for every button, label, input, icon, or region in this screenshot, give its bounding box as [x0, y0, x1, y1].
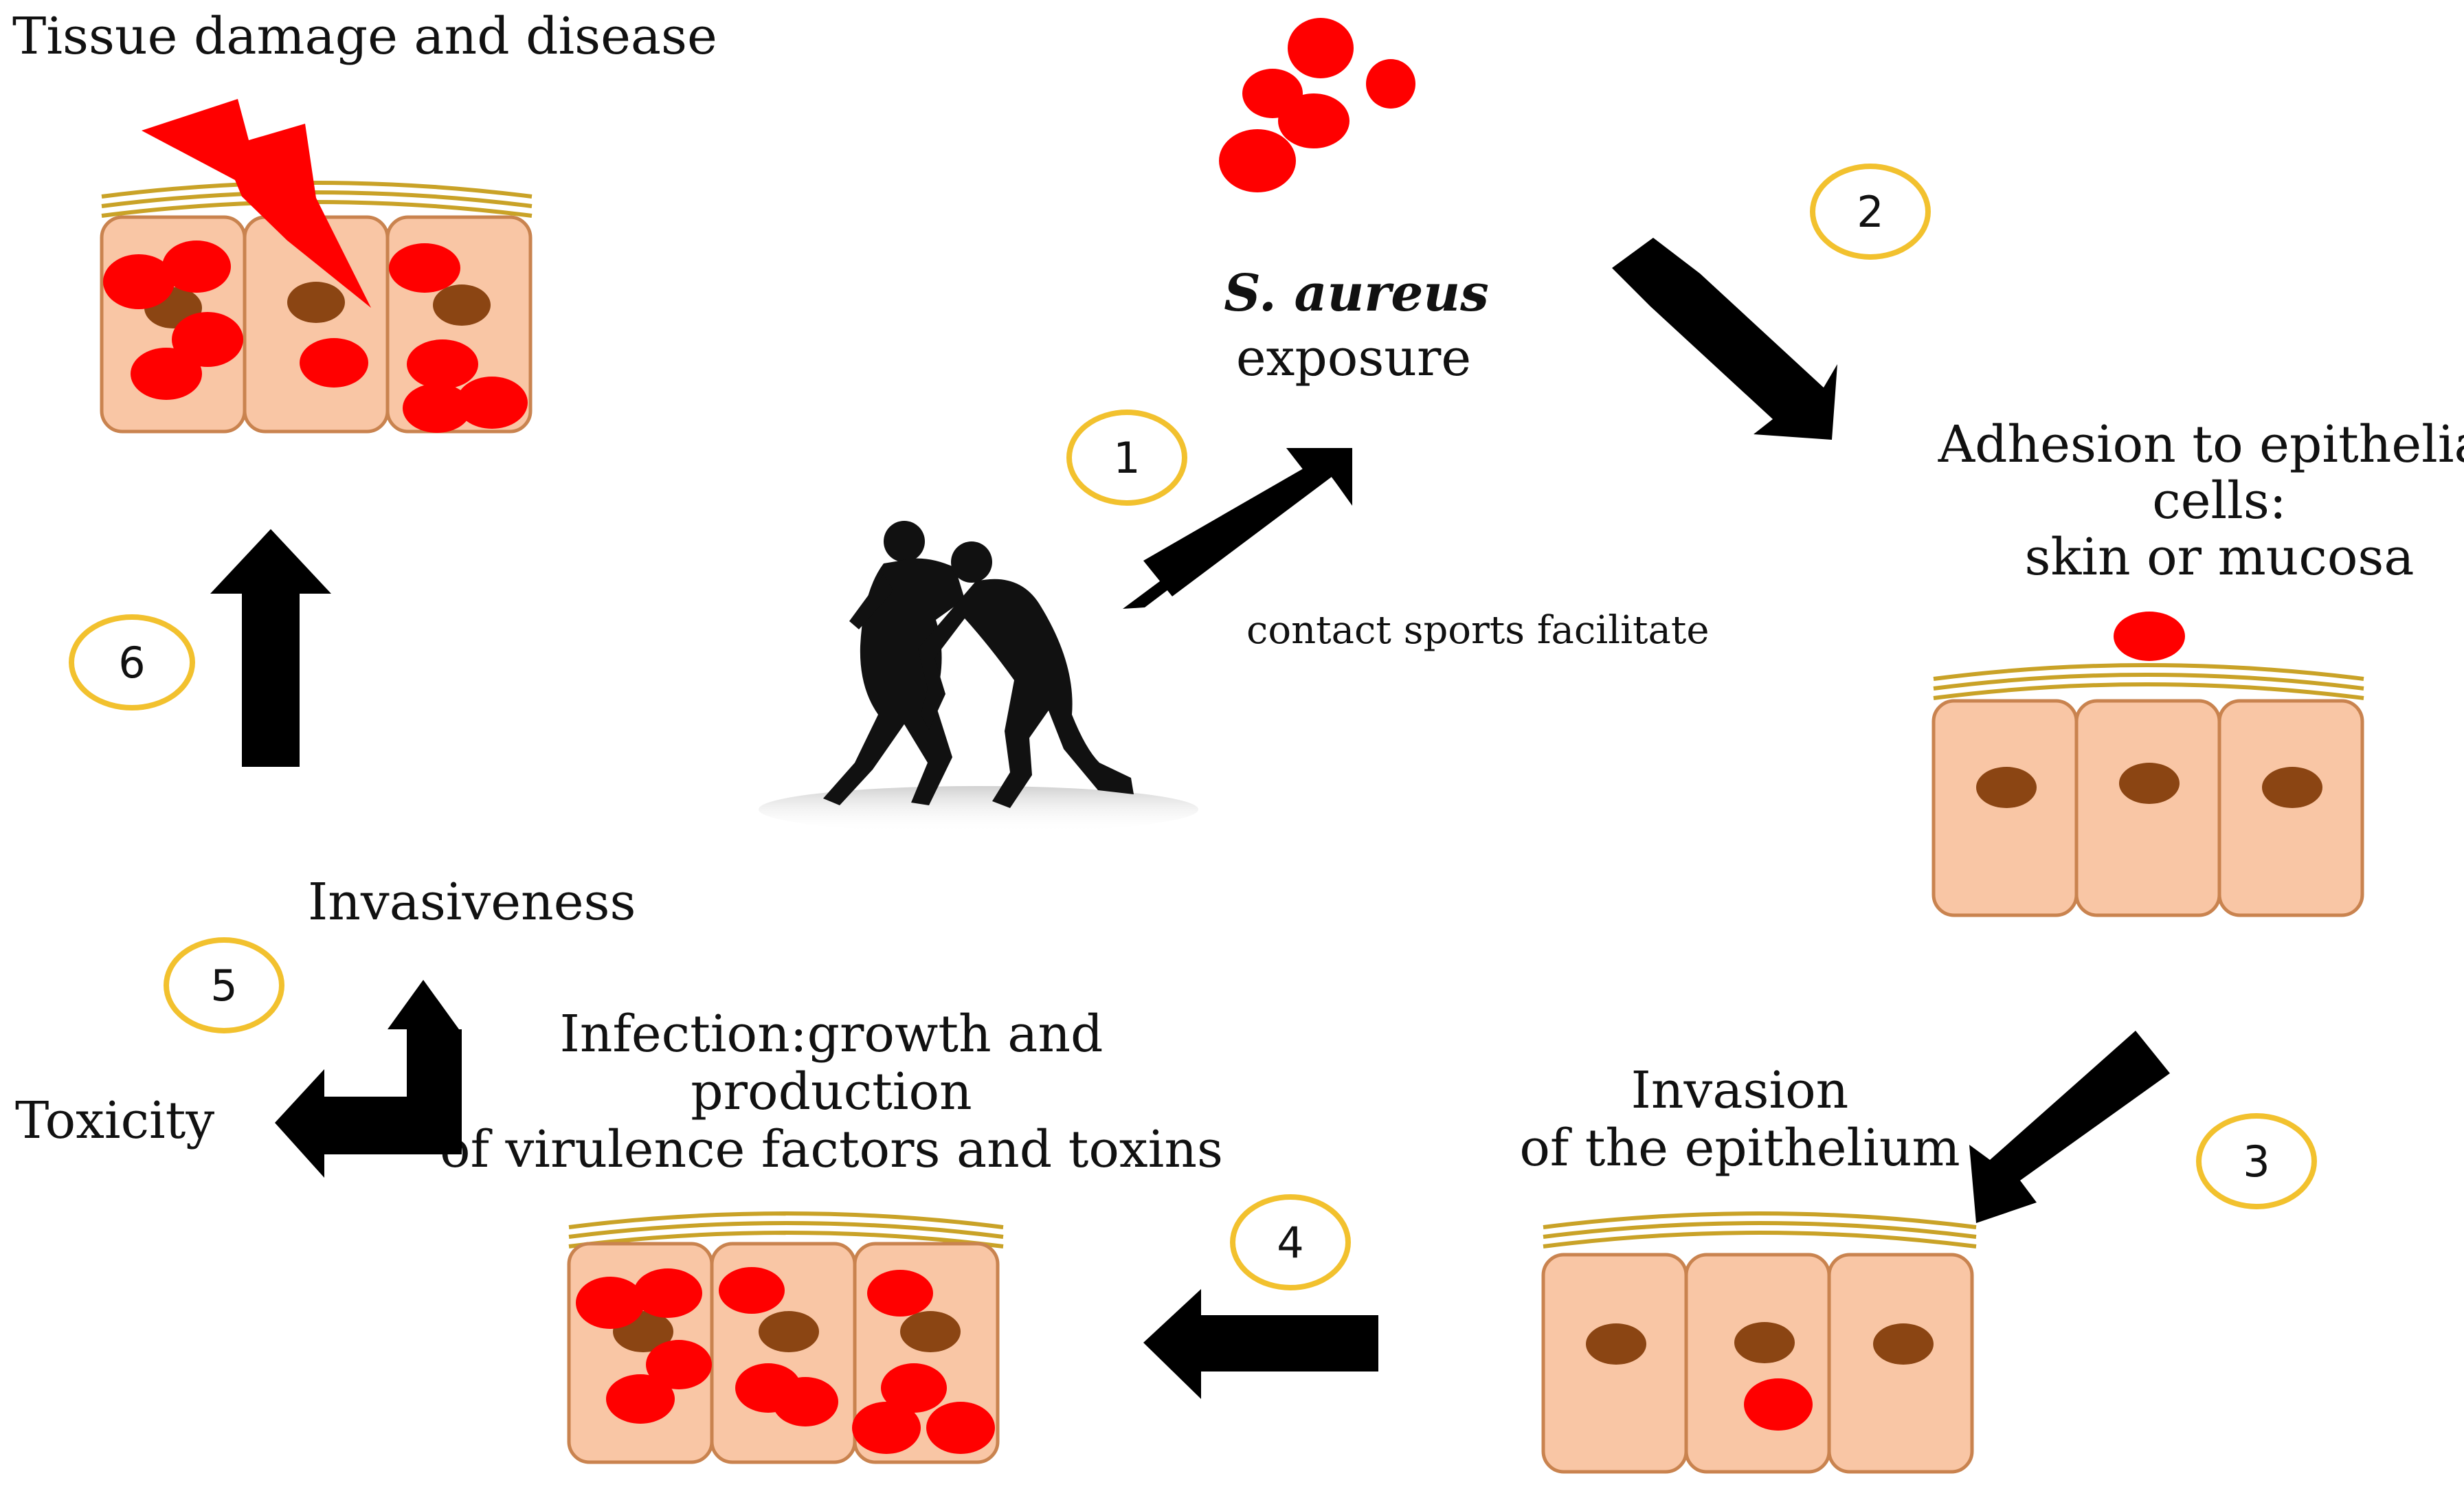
step-number-2: 2 [1857, 187, 1883, 237]
contact-sports-label: contact sports facilitate [1246, 608, 1710, 653]
step-marker-4: 4 [1230, 1194, 1351, 1290]
invading-bacterium [1744, 1378, 1813, 1431]
arrow-step-5 [275, 980, 462, 1178]
adhering-bacterium [2114, 612, 2185, 661]
step-number-5: 5 [210, 961, 237, 1011]
cell-nuclei [1976, 763, 2322, 808]
infection-label-line1: Infection:growth and [560, 1005, 1104, 1064]
step-marker-6: 6 [69, 614, 195, 710]
arrow-step-4 [1143, 1289, 1378, 1399]
mucosa-layer [1933, 663, 2364, 700]
infection-label-line3: of virulence factors and toxins [440, 1120, 1223, 1179]
arrow-step-1-body [1143, 448, 1352, 596]
adhesion-label-line3: skin or mucosa [2024, 528, 2414, 587]
wrestlers-silhouette-icon [759, 521, 1198, 833]
adhesion-label-line1: Adhesion to epithelial [1938, 415, 2464, 474]
bacteria-cluster-icon [1219, 18, 1415, 192]
tissue-damage-label: Tissue damage and disease [12, 7, 717, 66]
arrow-step-3 [1969, 1031, 2170, 1223]
step-number-4: 4 [1277, 1218, 1303, 1268]
cell-nuclei [1586, 1322, 1934, 1365]
invasion-label-line1: Invasion [1631, 1061, 1849, 1120]
mucosa-layer [1543, 1211, 1977, 1249]
bacteria-in-cells [103, 240, 528, 433]
step-marker-2: 2 [1810, 164, 1931, 260]
step-number-6: 6 [118, 638, 145, 688]
infection-label-line2: production [691, 1062, 972, 1121]
arrow-step-6 [210, 529, 331, 767]
step-number-1: 1 [1113, 433, 1140, 483]
invasiveness-label: Invasiveness [308, 873, 636, 932]
step-marker-5: 5 [164, 937, 284, 1033]
mucosa-layer [568, 1211, 1004, 1249]
bacteria-in-cells [576, 1267, 995, 1454]
tissue-damage-panel: Tissue damage and disease [12, 7, 717, 434]
step-marker-3: 3 [2196, 1113, 2317, 1209]
s-aureus-label: S. aureus [1224, 264, 1489, 323]
step-marker-1: 1 [1066, 410, 1187, 506]
invasion-label-line2: of the epithelium [1519, 1119, 1960, 1178]
infection-panel: Infection:growth and production of virul… [440, 1005, 1223, 1464]
adhesion-panel: Adhesion to epithelial cells: skin or mu… [1931, 415, 2464, 917]
invasion-panel: Invasion of the epithelium [1519, 1061, 1977, 1474]
step-number-3: 3 [2243, 1137, 2270, 1187]
adhesion-label-line2: cells: [2152, 471, 2286, 530]
step-markers: 1 2 3 4 5 6 [69, 164, 2317, 1290]
arrow-step-2 [1612, 238, 1837, 440]
exposure-label: exposure [1236, 328, 1471, 388]
epithelial-cells [1931, 699, 2364, 917]
toxicity-label: Toxicity [15, 1091, 214, 1150]
exposure-panel: S. aureus exposure [1219, 18, 1489, 388]
lightning-bolt-icon [142, 99, 371, 308]
